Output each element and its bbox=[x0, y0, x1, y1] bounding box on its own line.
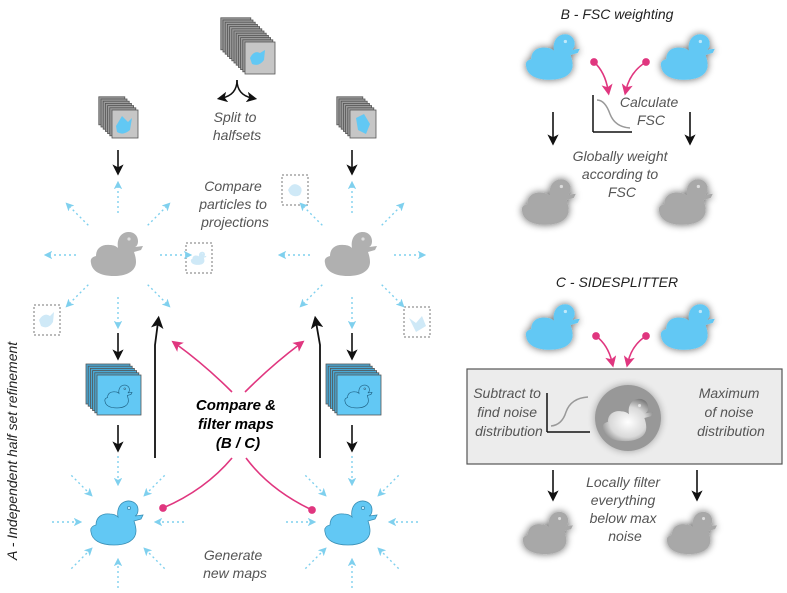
loop-arrow-left bbox=[150, 315, 164, 458]
calculate-label: Calculate FSC bbox=[620, 94, 682, 128]
panel-c-half-map-right bbox=[660, 304, 715, 350]
map-stack-right bbox=[325, 363, 382, 416]
panel-b-weighted-map-left bbox=[521, 179, 576, 225]
map-stack-left bbox=[85, 363, 142, 416]
panel-c: C - SIDESPLITTER Subtract to find noise … bbox=[466, 274, 783, 555]
panel-a-title: A - Independent half set refinement bbox=[4, 341, 20, 561]
particle-stack-top bbox=[220, 17, 276, 75]
panel-c-filtered-map-right bbox=[666, 511, 717, 555]
panel-a: A - Independent half set refinement Spli… bbox=[4, 17, 431, 588]
split-arrow-left bbox=[216, 79, 238, 103]
new-right-ray bbox=[304, 474, 327, 497]
maximum-label: Maximum of noise distribution bbox=[697, 385, 765, 439]
local-filter-label: Locally filter everything below max nois… bbox=[586, 474, 664, 544]
ref-left-ray bbox=[65, 202, 89, 226]
loop-arrow-right bbox=[310, 315, 324, 458]
new-right-ray bbox=[377, 474, 400, 497]
subtract-label: Subtract to find noise distribution bbox=[473, 385, 545, 439]
ref-right-ray bbox=[381, 202, 405, 226]
particle-stack-left bbox=[98, 96, 139, 139]
noise-map-duck bbox=[595, 378, 661, 458]
panel-b-half-map-left bbox=[525, 34, 580, 80]
new-map-duck-right bbox=[324, 500, 378, 546]
new-left-ray bbox=[143, 547, 166, 570]
ref-left-ray bbox=[147, 202, 171, 226]
compare-particles-label: Compare particles to projections bbox=[198, 178, 271, 230]
split-label: Split to halfsets bbox=[213, 109, 261, 143]
ref-right-ray bbox=[381, 284, 405, 308]
fsc-curve-icon bbox=[592, 95, 632, 133]
magenta-line-from-left bbox=[159, 457, 233, 512]
new-map-duck-left bbox=[90, 500, 144, 546]
left-stack-particle bbox=[116, 116, 132, 134]
panel-b-magenta-left bbox=[590, 58, 613, 96]
projection-thumb-3 bbox=[33, 304, 61, 336]
noise-curve-icon bbox=[546, 393, 590, 433]
panel-b-title: B - FSC weighting bbox=[561, 6, 674, 22]
panel-c-magenta-right bbox=[623, 332, 650, 368]
left-map-stack-card bbox=[96, 374, 142, 416]
split-arrow-right bbox=[236, 79, 258, 103]
magenta-arrow-to-left bbox=[171, 340, 233, 393]
reference-duck-right bbox=[324, 231, 377, 276]
panel-b: B - FSC weighting Calculate FSC Globally… bbox=[521, 6, 715, 225]
magenta-arrow-to-right bbox=[244, 340, 305, 393]
new-left-ray bbox=[70, 547, 93, 570]
particle-stack-right bbox=[336, 96, 377, 139]
ref-left-ray bbox=[147, 284, 171, 308]
panel-c-title: C - SIDESPLITTER bbox=[556, 274, 678, 290]
panel-b-weighted-map-right bbox=[658, 179, 713, 225]
panel-c-half-map-left bbox=[525, 304, 580, 350]
panel-c-magenta-left bbox=[592, 332, 617, 368]
ref-right-ray bbox=[299, 284, 323, 308]
top-stack-particle bbox=[250, 50, 265, 65]
right-map-stack-card bbox=[336, 374, 382, 416]
new-right-ray bbox=[377, 547, 400, 570]
compare-filter-label: Compare & filter maps (B / C) bbox=[196, 397, 280, 452]
projection-thumb-2 bbox=[185, 242, 213, 274]
projection-thumb-1 bbox=[281, 174, 309, 206]
right-stack-particle bbox=[356, 114, 370, 134]
new-right-ray bbox=[304, 547, 327, 570]
reference-duck-left bbox=[90, 231, 143, 276]
ref-right-ray bbox=[299, 202, 323, 226]
generate-label: Generate new maps bbox=[203, 547, 267, 581]
panel-c-filtered-map-left bbox=[522, 511, 573, 555]
panel-b-magenta-right bbox=[621, 58, 650, 96]
weight-label: Globally weight according to FSC bbox=[573, 148, 672, 200]
magenta-line-from-right bbox=[245, 457, 316, 514]
projection-thumb-4 bbox=[403, 306, 431, 338]
new-left-ray bbox=[70, 474, 93, 497]
panel-b-half-map-right bbox=[660, 34, 715, 80]
new-left-ray bbox=[143, 474, 166, 497]
ref-left-ray bbox=[65, 284, 89, 308]
